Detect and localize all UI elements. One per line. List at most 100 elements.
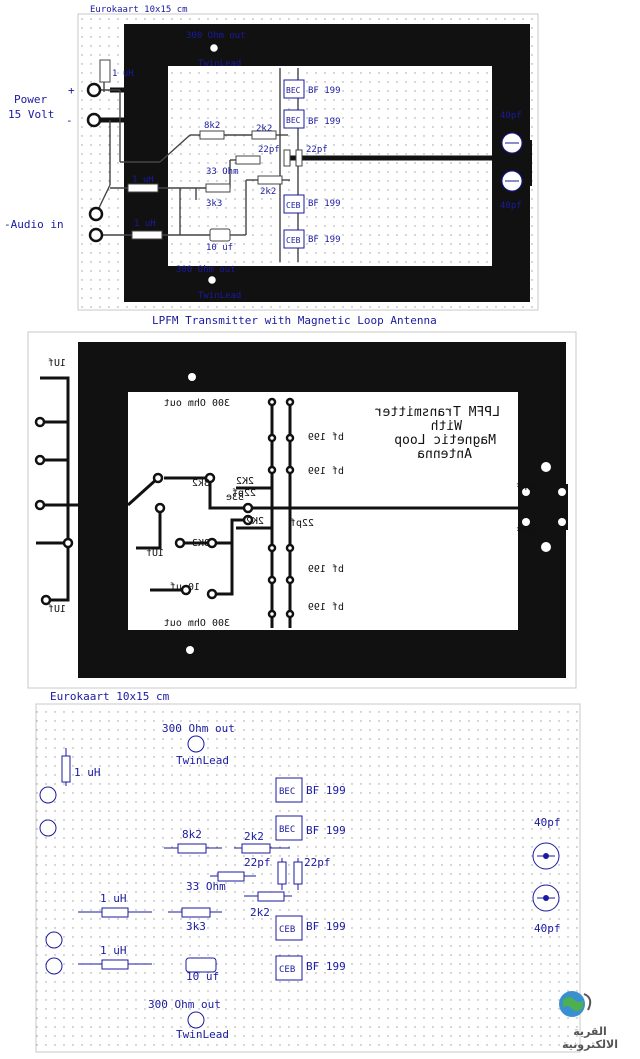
p3-q4-label: BF 199 — [306, 960, 346, 973]
panel-2-l-mid: 1Uf — [146, 548, 164, 559]
p3-c40b-label: 40pf — [534, 922, 561, 935]
panel-2-c10: 10 uf — [170, 582, 200, 593]
transistor-q3-overlay: CEB BF 199 — [283, 194, 341, 214]
r2k2a-label: 2k2 — [256, 124, 272, 134]
r33-label: 33 Ohm — [206, 167, 239, 177]
l3-label: 1 uH — [134, 219, 156, 229]
c10-label: 10 uf — [206, 243, 233, 253]
p3-c10-label: 10 uf — [186, 970, 219, 983]
q2-pinout: BEC — [286, 116, 301, 125]
q4-pinout: CEB — [286, 236, 301, 245]
voltage-label: 15 Volt — [8, 108, 54, 121]
p3-q2-pinout: BEC — [279, 825, 295, 835]
panel-2-out-top: 300 Ohm out — [164, 398, 230, 409]
watermark-text: القرية الالكترونية — [562, 1025, 618, 1051]
panel-3-trimmers: 40pf 40pf — [532, 816, 561, 935]
panel-2-q3: bf 199 — [308, 564, 344, 575]
panel-3-components: Eurokaart 10x15 cm — [35, 690, 581, 1053]
trimmer-40pf-overlay: 40pf 40pf — [500, 111, 523, 211]
panel-3-bodies — [61, 755, 303, 973]
q3-pinout: CEB — [286, 201, 301, 210]
panel-2-l-bot: 1Uf — [48, 604, 66, 615]
l1-label: 1 uH — [112, 69, 134, 79]
board-outline-2 — [27, 331, 577, 689]
audio-in-label: -Audio in — [4, 218, 64, 231]
c22a-label: 22pf — [258, 145, 280, 155]
board-outline-3 — [35, 703, 581, 1053]
copper-pads-2 — [34, 397, 295, 619]
r2k2b-label: 2k2 — [260, 187, 276, 197]
overlay-parts-1 — [99, 59, 303, 242]
p3-r33-label: 33 Ohm — [186, 880, 226, 893]
q3-label: BF 199 — [308, 199, 341, 209]
transistor-q2-overlay: BEC BF 199 — [283, 109, 341, 129]
transistor-q1-overlay: BEC BF 199 — [283, 79, 341, 99]
watermark: القرية الالكترونية — [550, 1025, 630, 1051]
panel-2-q4: bf 199 — [308, 602, 344, 613]
q1-label: BF 199 — [308, 86, 341, 96]
feed-pads-2 — [186, 373, 566, 654]
plus-sign: + — [68, 84, 75, 97]
r8k2-label: 8k2 — [204, 121, 220, 131]
p3-twinlead-bottom: TwinLead — [176, 1028, 229, 1041]
q1-pinout: BEC — [286, 86, 301, 95]
panel-2-q2: bf 199 — [308, 466, 344, 477]
panel-2-r33: 33e — [226, 492, 244, 503]
c40b-label: 40pf — [500, 201, 522, 211]
p3-q1-pinout: BEC — [279, 787, 295, 797]
overlay-pads-1 — [86, 41, 221, 287]
l2-label: 1 uH — [132, 175, 154, 185]
p3-r2k2b-label: 2k2 — [250, 906, 270, 919]
panel-2-title-line-4: Antenna — [417, 447, 472, 462]
p3-l3-label: 1 uH — [100, 944, 127, 957]
out-top-label: 300 Ohm out — [186, 31, 246, 41]
panel-2-r2k2a: 2K2 — [236, 476, 254, 487]
p3-r8k2-label: 8k2 — [182, 828, 202, 841]
copper-loop-2 — [78, 342, 566, 678]
power-label: Power — [14, 93, 47, 106]
p3-r2k2a-label: 2k2 — [244, 830, 264, 843]
p3-q3-label: BF 199 — [306, 920, 346, 933]
transistor-q4-overlay: CEB BF 199 — [283, 229, 341, 249]
panel-1-overlay: Eurokaart 10x15 cm — [4, 5, 539, 327]
panel-2-c40b: 40PF — [516, 527, 538, 537]
p3-out-bottom: 300 Ohm out — [148, 998, 221, 1011]
board-title-3: Eurokaart 10x15 cm — [50, 690, 170, 703]
panel-2-title-line-3: Magnetic Loop — [394, 433, 496, 448]
panel-2-title-line-1: LPFM Transmitter — [375, 405, 500, 420]
p3-c22a-label: 22pf — [244, 856, 271, 869]
panel-2-title-line-2: With — [431, 419, 462, 434]
twinlead-top-label: TwinLead — [198, 59, 241, 69]
panel-2-r3k3: 3K3 — [192, 538, 210, 549]
c40a-label: 40pf — [500, 111, 522, 121]
out-bottom-label: 300 Ohm out — [176, 265, 236, 275]
globe-logo — [559, 991, 592, 1017]
panel-2-c22a: 22pf — [232, 488, 256, 499]
p3-q1-label: BF 199 — [306, 784, 346, 797]
panel-2-l-top: 1Uf — [48, 358, 66, 369]
panel-2-c40a: 40PF — [516, 483, 538, 493]
mirrored-labels-2: LPFM Transmitter With Magnetic Loop Ante… — [48, 358, 538, 629]
p3-l1-label: 1 uH — [74, 766, 101, 779]
twinlead-bottom-label: TwinLead — [198, 291, 241, 301]
panel-2-q1: bf 199 — [308, 432, 344, 443]
p3-q4-pinout: CEB — [279, 965, 295, 975]
wires-1 — [95, 62, 299, 262]
p3-twinlead-top: TwinLead — [176, 754, 229, 767]
p3-l2-label: 1 uH — [100, 892, 127, 905]
q4-label: BF 199 — [308, 235, 341, 245]
panel-2-out-bottom: 300 Ohm out — [164, 618, 230, 629]
p3-q3-pinout: CEB — [279, 925, 295, 935]
p3-out-top: 300 Ohm out — [162, 722, 235, 735]
p3-c40a-label: 40pf — [534, 816, 561, 829]
panel-2-r8k2: 8k2 — [192, 478, 210, 489]
p3-c22b-label: 22pf — [304, 856, 331, 869]
c22b-label: 22pf — [306, 145, 328, 155]
panel-2-r2k2b: 2K2 — [246, 516, 264, 527]
panel-2-c22b: 22pf — [290, 518, 314, 529]
q2-label: BF 199 — [308, 117, 341, 127]
panel-1-caption: LPFM Transmitter with Magnetic Loop Ante… — [152, 314, 437, 327]
panel-3-pads — [39, 735, 205, 1029]
magnetic-loop-copper — [124, 24, 530, 302]
